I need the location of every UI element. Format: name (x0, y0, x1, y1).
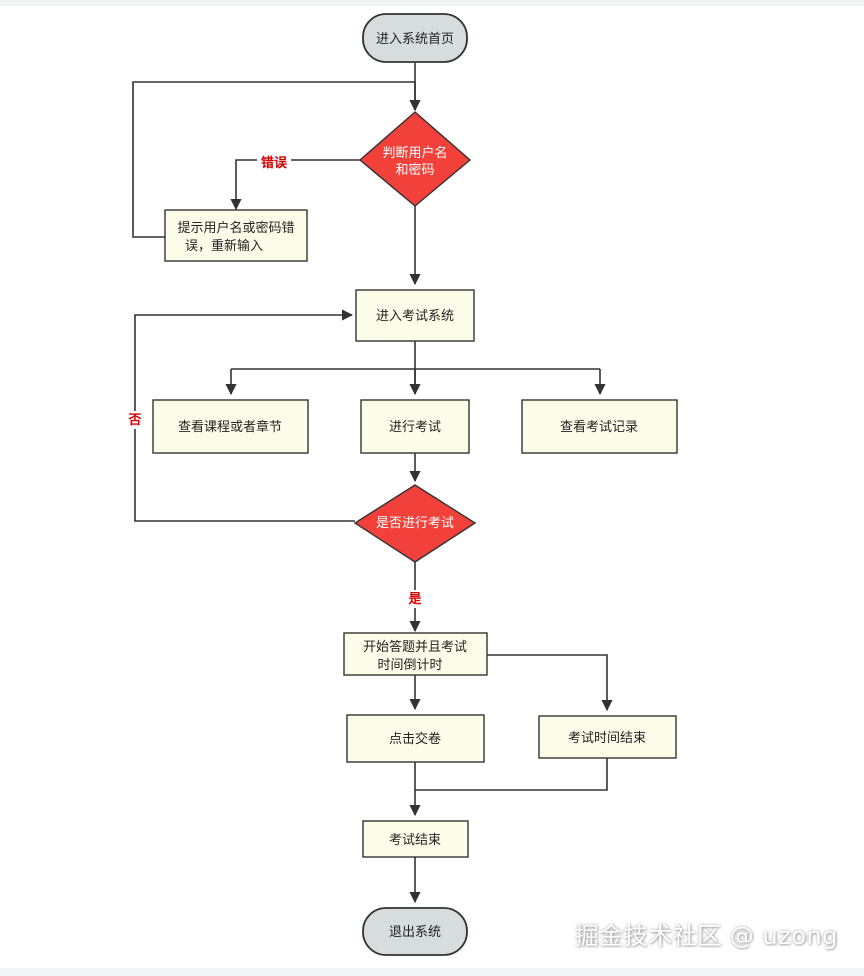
edge-label-yes: 是 (407, 592, 422, 607)
node-decide-exam-label: 是否进行考试 (376, 516, 454, 531)
edge-start-answer-to-time-end (487, 654, 613, 712)
node-start-answer-line1: 开始答题并且考试 (363, 639, 467, 655)
node-view-course (152, 399, 309, 454)
node-exam-system (355, 289, 475, 342)
edge-label-error: 错误 (261, 155, 288, 171)
node-error-prompt-line2: 误，重新输入 (185, 238, 263, 254)
node-view-records-label: 查看考试记录 (560, 419, 638, 435)
node-error-prompt-line1: 提示用户名或密码错 (177, 220, 294, 236)
node-check-user (358, 111, 472, 207)
node-time-end (538, 715, 677, 759)
node-take-exam (360, 399, 470, 454)
node-take-exam-label: 进行考试 (389, 420, 441, 435)
node-error-prompt (164, 209, 308, 262)
node-time-end-label: 考试时间结束 (568, 731, 646, 746)
edge-time-end-to-end (415, 758, 608, 791)
node-start-answer (343, 632, 488, 676)
node-view-records (521, 399, 678, 454)
node-start-answer-line2: 时间倒计时 (377, 658, 442, 673)
flowchart-canvas: 错误 否 是 进入系统首页 判断用户名 和密码 提示用户名或密码错 误，重新输入… (0, 6, 864, 968)
node-submit-label: 点击交卷 (389, 731, 441, 747)
node-check-user-line1: 判断用户名 (382, 145, 447, 161)
node-check-user-line2: 和密码 (395, 162, 434, 178)
watermark-text: 掘金技术社区 @ uzong (574, 922, 838, 950)
node-exit (362, 907, 468, 956)
edge-error-loopback (132, 81, 421, 238)
node-submit (346, 714, 485, 763)
node-start (362, 13, 468, 63)
node-exam-end-label: 考试结束 (389, 833, 441, 848)
node-start-label: 进入系统首页 (376, 32, 454, 47)
node-exam-system-label: 进入考试系统 (376, 309, 454, 324)
node-decide-exam (353, 484, 477, 563)
flowchart: 错误 否 是 进入系统首页 判断用户名 和密码 提示用户名或密码错 误，重新输入… (126, 13, 678, 956)
node-exit-label: 退出系统 (389, 925, 441, 940)
node-view-course-label: 查看课程或者章节 (178, 419, 282, 435)
edge-check-to-error (230, 159, 360, 211)
edge-label-no: 否 (127, 413, 141, 428)
node-exam-end (362, 820, 469, 858)
